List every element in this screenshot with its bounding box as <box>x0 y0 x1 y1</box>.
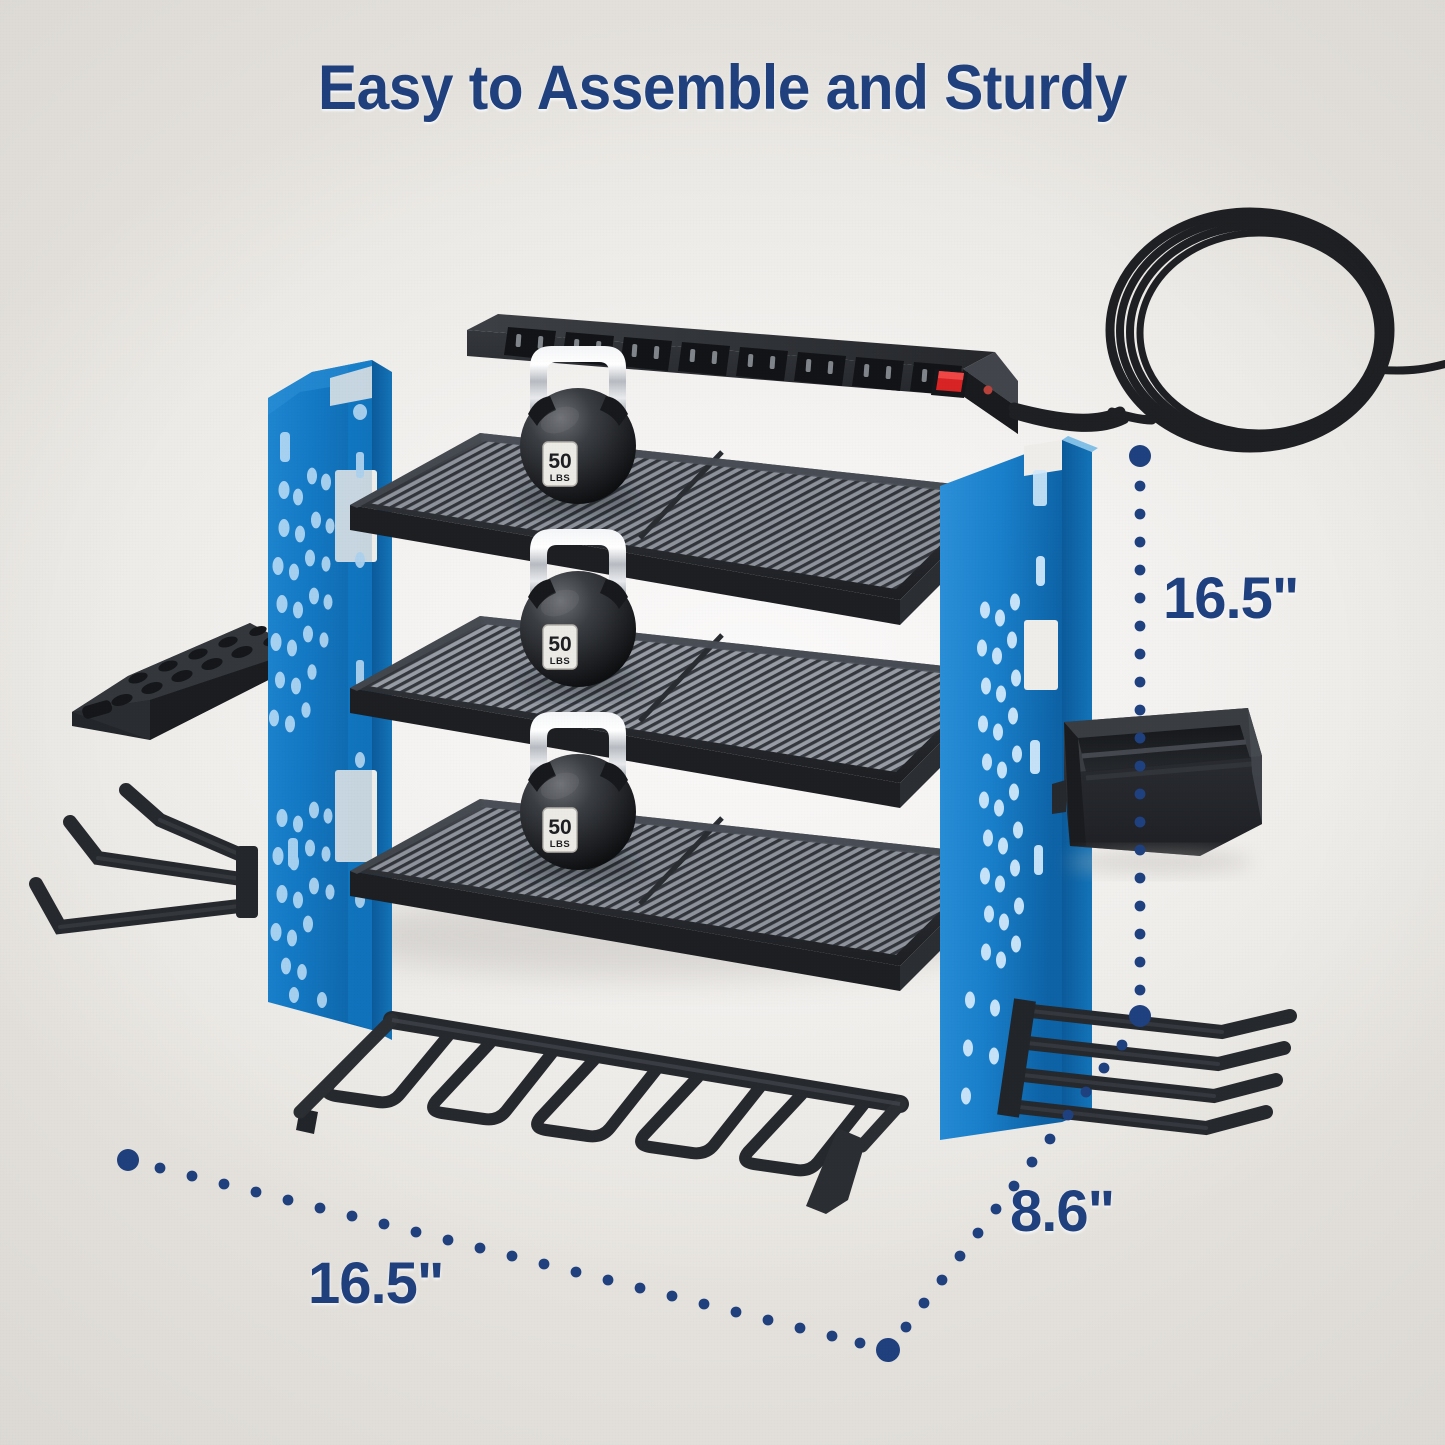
height-dimension-label: 16.5" <box>1163 566 1299 631</box>
kettlebell-ball <box>520 754 636 870</box>
svg-text:50: 50 <box>548 816 571 839</box>
right-hook-bar <box>997 998 1297 1136</box>
left-panel-holes <box>269 404 368 1008</box>
power-cord <box>1008 402 1129 432</box>
svg-text:LBS: LBS <box>550 839 571 850</box>
power-indicator-led <box>983 385 993 395</box>
power-outlets <box>504 327 962 396</box>
height-dimension-line <box>1129 445 1151 1027</box>
left-panel <box>268 360 392 1040</box>
kettlebell-weight-plate <box>542 807 578 853</box>
page-title: Easy to Assemble and Sturdy <box>317 53 1128 123</box>
svg-text:50: 50 <box>548 450 571 473</box>
kettlebell-weight-plate <box>542 624 578 670</box>
kettlebell-handle <box>530 529 626 613</box>
width-dimension-line <box>117 1149 900 1362</box>
shelf-top <box>350 433 1010 625</box>
left-hook-bar <box>29 783 258 935</box>
kettlebell-middle: 50 LBS <box>514 529 642 696</box>
kettlebell-ball <box>520 571 636 687</box>
kettlebell-ball <box>520 388 636 504</box>
svg-text:50: 50 <box>548 633 571 656</box>
power-cord-coil <box>1105 207 1445 453</box>
right-panel <box>940 436 1098 1140</box>
assembly-shadow <box>330 891 990 979</box>
shelf-bottom <box>350 799 1010 991</box>
power-strip <box>467 314 1129 434</box>
screwdriver-holder <box>72 623 300 740</box>
kettlebell-bottom: 50 LBS <box>514 712 642 879</box>
storage-bin <box>1052 708 1262 874</box>
kettlebell-top: 50 LBS <box>514 346 642 513</box>
svg-text:LBS: LBS <box>550 656 571 667</box>
kettlebell-handle <box>530 346 626 430</box>
right-panel-holes <box>961 556 1045 1105</box>
shelf-middle <box>350 616 1010 808</box>
kettlebell-weight-plate <box>542 441 578 487</box>
kettlebell-handle <box>530 712 626 796</box>
power-switch <box>931 369 968 398</box>
drill-holder-bar <box>293 1011 909 1214</box>
svg-text:LBS: LBS <box>550 473 571 484</box>
depth-dimension-label: 8.6" <box>1010 1179 1115 1244</box>
width-dimension-label: 16.5" <box>308 1251 444 1316</box>
